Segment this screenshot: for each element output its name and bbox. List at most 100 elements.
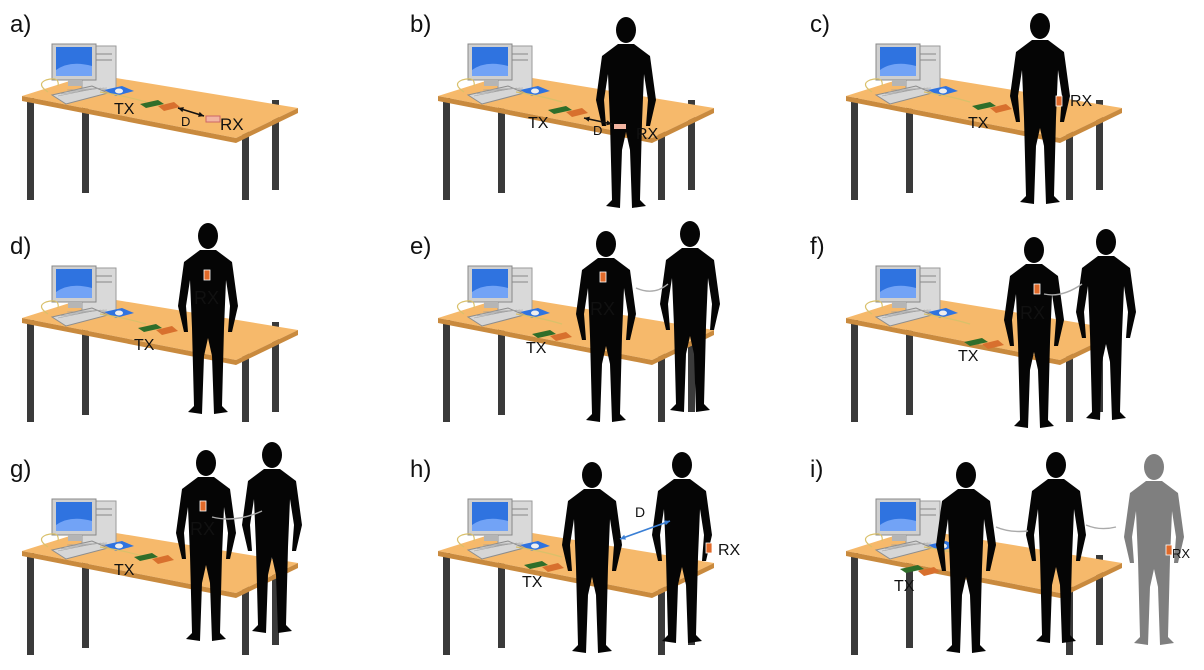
panel-letter: f) (810, 233, 825, 260)
cable (40, 533, 59, 548)
tx-label: TX (894, 578, 915, 595)
tx-label: TX (968, 115, 989, 132)
tx-label: TX (522, 574, 543, 591)
rx-device (1165, 544, 1173, 556)
panel-letter: c) (810, 11, 830, 38)
person-silhouette (176, 450, 236, 641)
keyboard-row (66, 542, 108, 546)
table-leg (1096, 555, 1103, 645)
table-leg (82, 318, 89, 415)
rx-device (705, 542, 713, 554)
person-silhouette (1004, 237, 1064, 428)
table-leg (658, 112, 665, 200)
tx-board (548, 106, 572, 114)
panel-letter: a) (10, 11, 31, 38)
keyboard-row (482, 542, 524, 546)
cable (456, 300, 475, 315)
screen-wave (880, 63, 916, 76)
table-leg (498, 551, 505, 648)
rx-device (599, 271, 607, 283)
cable (99, 313, 147, 325)
tx-pad (566, 108, 588, 117)
touching-arm (1085, 524, 1117, 530)
keyboard-row (482, 309, 524, 313)
table-leg (906, 96, 913, 193)
table-leg (688, 322, 695, 412)
mouse (115, 310, 123, 316)
panel-letter: e) (410, 233, 431, 260)
mouse (939, 88, 947, 94)
table-edge-front (846, 96, 1060, 143)
cable (40, 300, 59, 315)
rx-label: RX (190, 519, 215, 539)
person-silhouette (660, 221, 720, 412)
tx-label: TX (134, 337, 155, 354)
table-edge-front (22, 318, 236, 365)
cable (40, 78, 59, 93)
table-edge-side (1060, 108, 1122, 143)
table-leg (498, 318, 505, 415)
touching-arm (635, 283, 669, 292)
rx-device (205, 115, 221, 123)
panel-scene: c) TX RX (810, 11, 1122, 204)
touching-arm (995, 526, 1029, 533)
rx-device (614, 124, 626, 129)
screen-wave (880, 518, 916, 531)
arrowhead (584, 116, 590, 122)
tx-board (972, 102, 996, 110)
table-edge-side (236, 108, 298, 143)
table-leg (27, 553, 34, 655)
person-silhouette (1026, 452, 1086, 643)
arrowhead (178, 107, 184, 113)
table-leg (272, 555, 279, 645)
person-silhouette-gray (1124, 454, 1184, 645)
panel-letter: h) (410, 456, 431, 483)
mouse (531, 88, 539, 94)
monitor-stand (68, 80, 82, 86)
table-edge-side (236, 330, 298, 365)
table-leg (27, 98, 34, 200)
tx-board (964, 338, 988, 346)
tx-board (524, 561, 548, 569)
keyboard-row (890, 309, 932, 313)
monitor-stand (68, 302, 82, 308)
table-leg (242, 334, 249, 422)
table-leg (443, 320, 450, 422)
person-silhouette (652, 452, 712, 643)
rx-device (1033, 283, 1041, 295)
screen-wave (472, 285, 508, 298)
distance-label: D (593, 123, 602, 138)
arrowhead (620, 534, 626, 540)
table-leg (498, 96, 505, 193)
rx-label: RX (1070, 93, 1093, 110)
desk-group (22, 43, 298, 200)
person-silhouette (596, 17, 656, 208)
rx-label: RX (590, 299, 615, 319)
rx-label: RX (718, 542, 741, 559)
screen-wave (56, 63, 92, 76)
cable (923, 313, 971, 325)
distance-arrow (619, 520, 671, 540)
monitor-stand (484, 80, 498, 86)
desk-group (22, 265, 298, 422)
mouse (531, 310, 539, 316)
table-leg (658, 567, 665, 655)
table-leg (658, 334, 665, 422)
mouse (115, 88, 123, 94)
table-leg (27, 320, 34, 422)
tx-board (134, 553, 158, 561)
table-edge-front (22, 96, 236, 143)
table-leg (272, 322, 279, 412)
touching-arm (1043, 283, 1083, 296)
monitor-stand (892, 80, 906, 86)
table-leg (82, 96, 89, 193)
table-edge-side (652, 108, 714, 143)
arrowhead (664, 520, 670, 526)
